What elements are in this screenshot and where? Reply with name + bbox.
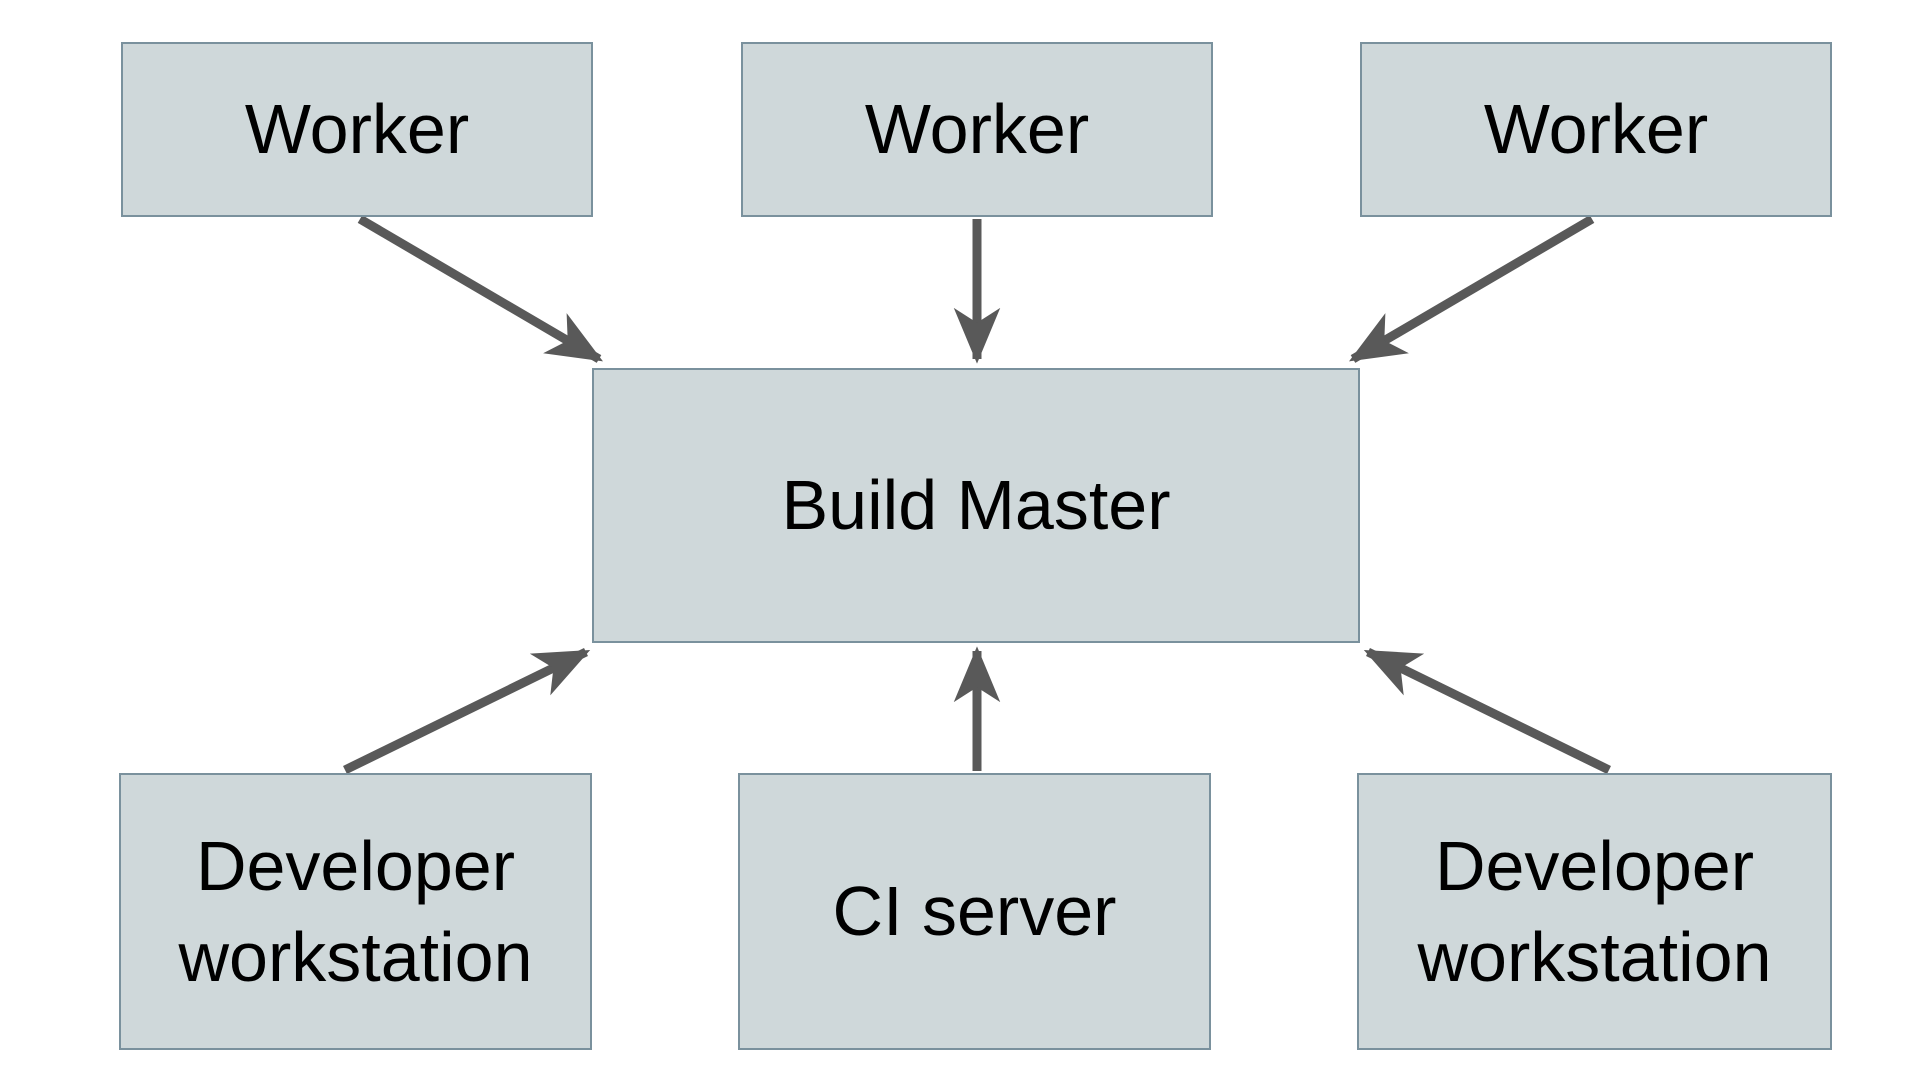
node-worker-3-label: Worker <box>1483 90 1709 168</box>
node-developer-workstation-left: Developer workstation <box>119 773 592 1050</box>
arrow-dev-workstation-right-to-build-master <box>1363 647 1611 775</box>
node-worker-1-label: Worker <box>244 90 470 168</box>
node-worker-2-label: Worker <box>864 90 1090 168</box>
node-worker-1: Worker <box>121 42 593 217</box>
node-ci-server: CI server <box>738 773 1211 1050</box>
node-worker-3: Worker <box>1360 42 1832 217</box>
node-worker-2: Worker <box>741 42 1213 217</box>
arrow-worker-3-to-build-master <box>1348 215 1595 363</box>
node-build-master: Build Master <box>592 368 1360 643</box>
node-developer-workstation-left-label: Developer workstation <box>178 826 533 996</box>
arrow-dev-workstation-left-to-build-master <box>343 647 591 775</box>
arrow-worker-1-to-build-master <box>357 215 604 363</box>
node-developer-workstation-right: Developer workstation <box>1357 773 1832 1050</box>
node-build-master-label: Build Master <box>781 466 1171 544</box>
node-developer-workstation-right-label: Developer workstation <box>1417 826 1772 996</box>
node-ci-server-label: CI server <box>832 872 1117 950</box>
